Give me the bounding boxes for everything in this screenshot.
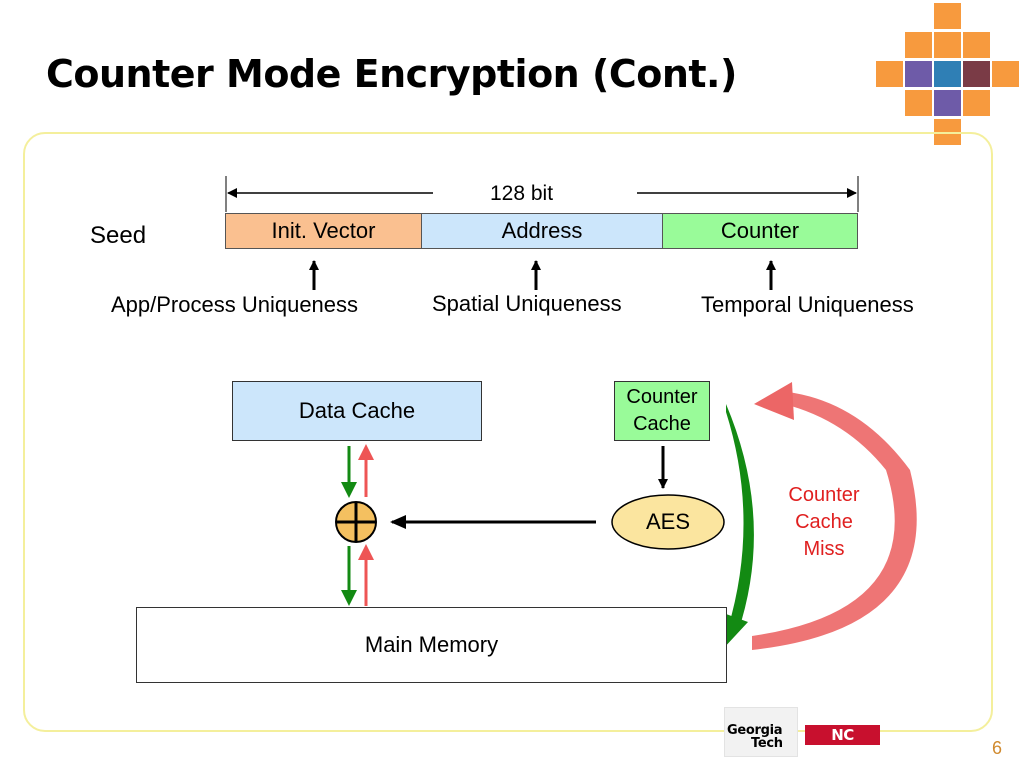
content-frame <box>23 132 993 732</box>
app-process-uniqueness-label: App/Process Uniqueness <box>111 292 359 317</box>
bit-width-label: 128 bit <box>490 182 554 205</box>
georgia-tech-line2: Tech <box>751 736 783 751</box>
miss-label-line1: Counter <box>788 484 860 506</box>
counter-cache-block: Counter Cache <box>614 381 710 441</box>
seed-label: Seed <box>90 222 147 249</box>
xor-symbol <box>335 501 377 543</box>
miss-label-line3: Miss <box>803 538 845 560</box>
main-memory-block: Main Memory <box>136 607 727 683</box>
counter-cache-miss-label: Counter Cache Miss <box>776 482 872 563</box>
green-curved-arrow <box>722 404 754 650</box>
seed-field-label: Init. Vector <box>271 218 376 243</box>
georgia-tech-line1: Georgia <box>727 723 783 738</box>
seed-field-counter: Counter <box>662 213 858 249</box>
aes-ellipse <box>611 494 725 550</box>
red-curved-arrow <box>752 382 917 650</box>
data-flow-arrows <box>341 444 374 606</box>
georgia-tech-logo-text: Georgia Tech <box>727 724 783 750</box>
miss-label-line2: Cache <box>795 511 853 533</box>
data-cache-block: Data Cache <box>232 381 482 441</box>
decorative-chip-mosaic <box>876 3 1022 147</box>
seed-field-label: Address <box>501 218 583 243</box>
temporal-uniqueness-label: Temporal Uniqueness <box>701 292 914 317</box>
seed-field-label: Counter <box>720 218 800 243</box>
data-cache-label: Data Cache <box>298 398 416 423</box>
seed-field-address: Address <box>421 213 663 249</box>
page-title: Counter Mode Encryption (Cont.) <box>46 52 737 96</box>
aes-label: AES <box>645 509 691 534</box>
page-number: 6 <box>991 738 1002 758</box>
counter-cache-label-line2: Cache <box>633 413 691 435</box>
spatial-uniqueness-label: Spatial Uniqueness <box>432 291 622 316</box>
uniqueness-arrows <box>309 260 776 290</box>
seed-field-init-vector: Init. Vector <box>225 213 422 249</box>
main-memory-label: Main Memory <box>364 632 499 657</box>
georgia-tech-logo <box>724 707 798 757</box>
nc-state-logo: NC STATE <box>805 725 880 764</box>
counter-cache-label-line1: Counter <box>626 386 698 408</box>
bit-width-dimension <box>225 176 859 212</box>
